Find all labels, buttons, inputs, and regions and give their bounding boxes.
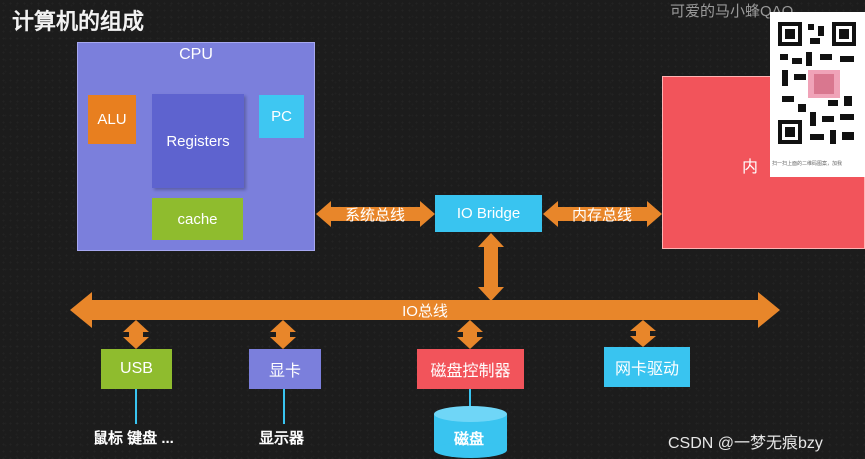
io-bridge-box: IO Bridge (435, 195, 542, 232)
usb-peripherals-caption: 鼠标 键盘 ... (93, 430, 174, 447)
system-bus-label: 系统总线 (345, 207, 405, 224)
qr-caption: 扫一扫上面的二维码图案，加我 (772, 161, 843, 167)
io-bus-arrow (70, 292, 780, 328)
cache-box: cache (152, 198, 243, 240)
csdn-watermark: CSDN @一梦无痕bzy (668, 435, 823, 452)
qr-code-icon (770, 12, 865, 162)
bridge-io-arrow (478, 233, 504, 301)
disk-caption: 磁盘 (454, 431, 485, 448)
nic-box: 网卡驱动 (604, 347, 690, 387)
memory-bus-label: 内存总线 (572, 207, 632, 224)
memory-bus-arrow (543, 201, 662, 227)
cpu-label: CPU (179, 46, 213, 63)
registers-box: Registers (152, 94, 244, 188)
usb-connector-arrow (123, 320, 149, 349)
io-bus-label: IO总线 (402, 303, 448, 320)
system-bus-arrow (316, 201, 435, 227)
usb-box: USB (101, 349, 172, 389)
diskctl-connector-arrow (457, 320, 483, 349)
memory-label: 内 (742, 159, 759, 176)
disk-cylinder (434, 406, 507, 458)
gpu-connector-arrow (270, 320, 296, 349)
top-watermark: 可爱的马小蜂QAO (670, 3, 794, 20)
nic-connector-arrow (630, 320, 656, 347)
gpu-box: 显卡 (249, 349, 321, 389)
alu-box: ALU (88, 95, 136, 144)
pc-box: PC (259, 95, 304, 138)
disk-controller-box: 磁盘控制器 (417, 349, 524, 389)
monitor-caption: 显示器 (259, 430, 305, 447)
qr-code-panel (770, 12, 865, 177)
page-title: 计算机的组成 (12, 9, 145, 34)
